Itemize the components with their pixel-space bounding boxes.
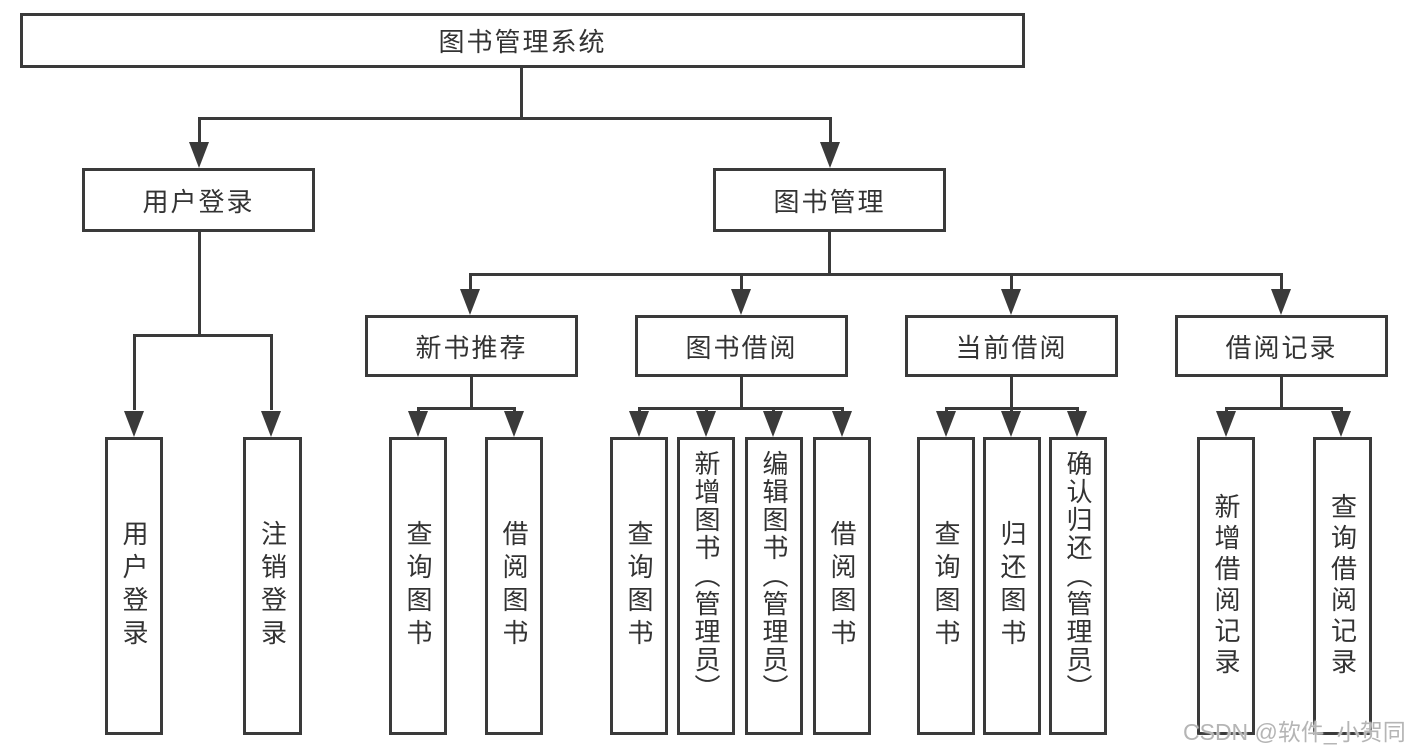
node-borrow-record: 借阅记录 [1175,315,1388,377]
leaf-recommend-query-books: 查询图书 [389,437,447,735]
arrow-down-icon [189,142,209,168]
arrow-down-icon [696,411,716,437]
connector-root-stem [520,68,523,118]
connector-record-drop-2 [1340,407,1343,414]
connector-current-stem [1010,377,1013,408]
arrow-down-icon [1067,411,1087,437]
leaf-query-borrow-record: 查询借阅记录 [1313,437,1372,735]
connector-record-stem [1280,377,1283,408]
node-root-label: 图书管理系统 [438,27,607,57]
connector-recommend-rail [417,407,516,410]
leaf-edit-books-admin: 编辑图书（管理员） [745,437,803,735]
connector-root-drop-left [198,117,201,146]
connector-root-drop-right [829,117,832,146]
connector-userlogin-drop-2 [270,334,273,410]
leaf-borrow-query-books: 查询图书 [610,437,668,735]
arrow-down-icon [124,411,144,437]
connector-bookmgmt-drop-1 [469,273,472,292]
node-user-login: 用户登录 [82,168,315,232]
connector-record-drop-1 [1225,407,1228,414]
node-book-management-label: 图书管理 [773,186,886,217]
leaf-recommend-borrow-books: 借阅图书 [485,437,543,735]
connector-current-drop-1 [945,407,948,414]
connector-bookmgmt-drop-4 [1280,273,1283,292]
arrow-down-icon [629,411,649,437]
node-root: 图书管理系统 [20,13,1025,68]
connector-current-drop-3 [1076,407,1079,414]
arrow-down-icon [731,289,751,315]
connector-root-rail [198,117,832,120]
leaf-recommend-query-books-label: 查询图书 [403,520,433,652]
leaf-confirm-return-admin-label: 确认归还（管理员） [1063,450,1093,702]
node-new-book-recommend-label: 新书推荐 [415,332,528,363]
node-book-borrow: 图书借阅 [635,315,848,377]
leaf-logout: 注销登录 [243,437,302,735]
leaf-add-borrow-record-label: 新增借阅记录 [1211,493,1241,679]
leaf-current-query-books: 查询图书 [917,437,975,735]
leaf-query-borrow-record-label: 查询借阅记录 [1327,493,1358,679]
connector-borrow-drop-3 [772,407,775,414]
arrow-down-icon [1001,411,1021,437]
connector-borrow-stem [740,377,743,408]
leaf-current-query-books-label: 查询图书 [931,520,961,652]
arrow-down-icon [1271,289,1291,315]
node-borrow-record-label: 借阅记录 [1225,332,1338,363]
leaf-borrow-books: 借阅图书 [813,437,871,735]
arrow-down-icon [832,411,852,437]
connector-borrow-drop-2 [705,407,708,414]
arrow-down-icon [504,411,524,437]
node-book-borrow-label: 图书借阅 [685,332,798,363]
leaf-add-books-admin: 新增图书（管理员） [677,437,735,735]
connector-userlogin-rail [133,334,273,337]
connector-recommend-drop-2 [513,407,516,414]
connector-recommend-stem [470,377,473,408]
connector-userlogin-drop-1 [133,334,136,410]
leaf-borrow-query-books-label: 查询图书 [624,520,654,652]
arrow-down-icon [1216,411,1236,437]
connector-borrow-drop-1 [638,407,641,414]
connector-borrow-rail [638,407,844,410]
connector-bookmgmt-stem [828,232,831,274]
arrow-down-icon [460,289,480,315]
leaf-add-borrow-record: 新增借阅记录 [1197,437,1255,735]
leaf-confirm-return-admin: 确认归还（管理员） [1049,437,1107,735]
arrow-down-icon [408,411,428,437]
leaf-recommend-borrow-books-label: 借阅图书 [499,520,529,652]
csdn-watermark: CSDN @软件_小贺同学 [1183,719,1405,745]
leaf-return-books: 归还图书 [983,437,1041,735]
node-current-borrow: 当前借阅 [905,315,1118,377]
connector-current-drop-2 [1010,407,1013,414]
connector-bookmgmt-drop-2 [740,273,743,292]
leaf-add-books-admin-label: 新增图书（管理员） [691,450,721,702]
leaf-user-login-label: 用户登录 [119,520,149,652]
leaf-edit-books-admin-label: 编辑图书（管理员） [759,450,789,702]
arrow-down-icon [936,411,956,437]
leaf-user-login: 用户登录 [105,437,163,735]
arrow-down-icon [763,411,783,437]
arrow-down-icon [261,411,281,437]
node-book-management: 图书管理 [713,168,946,232]
arrow-down-icon [820,142,840,168]
leaf-borrow-books-label: 借阅图书 [827,520,857,652]
leaf-logout-label: 注销登录 [257,520,288,652]
node-new-book-recommend: 新书推荐 [365,315,578,377]
connector-borrow-drop-4 [841,407,844,414]
connector-recommend-drop-1 [417,407,420,414]
connector-userlogin-stem [198,232,201,335]
leaf-return-books-label: 归还图书 [997,520,1027,652]
connector-record-rail [1225,407,1343,410]
arrow-down-icon [1001,289,1021,315]
connector-bookmgmt-rail [469,273,1283,276]
arrow-down-icon [1331,411,1351,437]
node-user-login-label: 用户登录 [142,186,255,217]
connector-bookmgmt-drop-3 [1010,273,1013,292]
node-current-borrow-label: 当前借阅 [955,332,1068,363]
